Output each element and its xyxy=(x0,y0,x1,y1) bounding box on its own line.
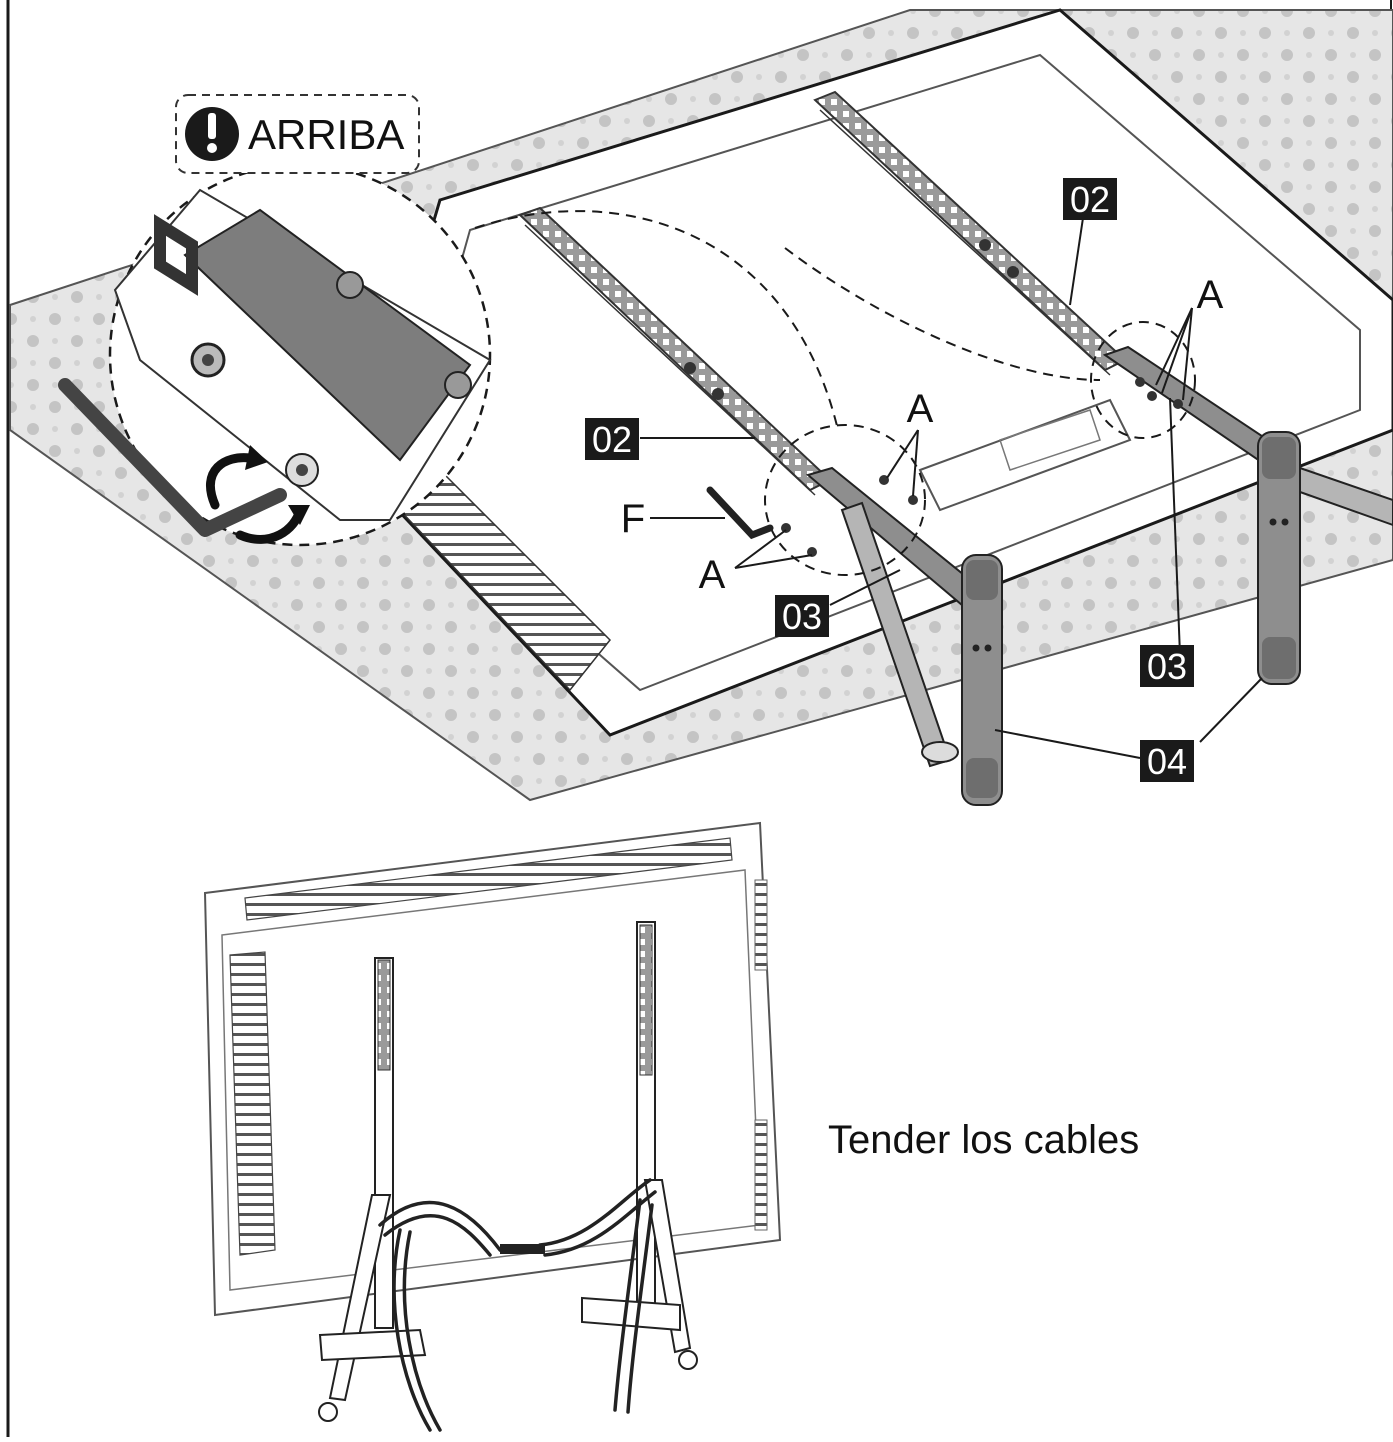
warning-label: ARRIBA xyxy=(248,111,404,158)
badge-03-right: 03 xyxy=(1140,645,1194,687)
warning-tag: ARRIBA xyxy=(175,94,420,174)
badge-03-left: 03 xyxy=(775,595,829,637)
svg-text:04: 04 xyxy=(1147,741,1187,782)
magnified-inset xyxy=(108,163,492,547)
right-bracket-02 xyxy=(813,90,1127,376)
right-foot-04 xyxy=(1257,431,1301,685)
inset-hex-key xyxy=(58,378,287,537)
badge-02-left: 02 xyxy=(585,418,639,460)
cable-routing-illustration xyxy=(203,821,782,1432)
svg-text:02: 02 xyxy=(592,419,632,460)
label-f: F xyxy=(621,497,645,541)
cables xyxy=(378,1178,657,1432)
screws-a xyxy=(781,377,1183,557)
label-a-left: A xyxy=(699,553,726,597)
label-a-right: A xyxy=(1197,273,1224,317)
label-a-center: A xyxy=(907,387,934,431)
badge-02-right: 02 xyxy=(1063,178,1117,220)
svg-text:03: 03 xyxy=(782,596,822,637)
top-assembly-illustration: ARRIBA 02 02 xyxy=(9,8,1393,806)
caption: Tender los cables xyxy=(828,1118,1139,1162)
hex-key-f xyxy=(706,486,774,540)
svg-text:02: 02 xyxy=(1070,179,1110,220)
badge-04: 04 xyxy=(1140,740,1194,782)
svg-text:03: 03 xyxy=(1147,646,1187,687)
left-foot-04 xyxy=(961,554,1003,806)
